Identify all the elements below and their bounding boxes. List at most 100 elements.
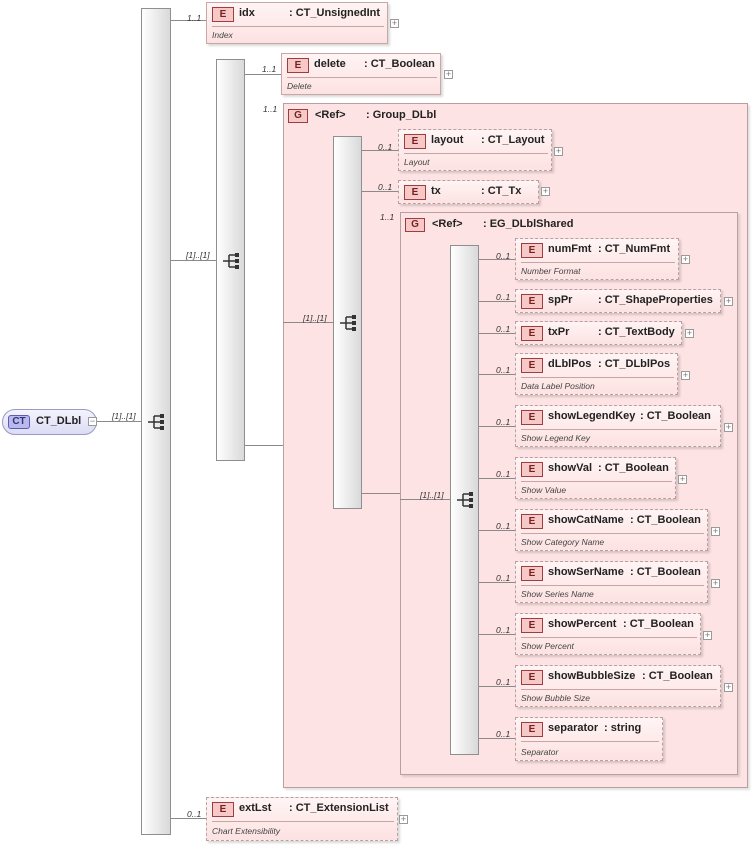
element-name: tx [431,185,441,197]
element-txPr[interactable]: E txPr : CT_TextBody [515,321,682,345]
element-type: : CT_ExtensionList [289,802,389,814]
expand-icon[interactable]: + [444,69,453,79]
expand-icon[interactable]: + [724,422,733,432]
connector-line [362,150,398,151]
separator-line [521,585,704,586]
separator-line [212,26,384,27]
multiplicity-label: 0..1 [496,677,511,687]
connector-line [362,493,400,494]
element-spPr[interactable]: E spPr : CT_ShapeProperties [515,289,721,313]
multiplicity-label: 0..1 [496,625,511,635]
expand-icon[interactable]: + [703,630,712,640]
expand-icon[interactable]: + [681,254,690,264]
separator-line [404,153,548,154]
multiplicity-label: 0..1 [496,573,511,583]
root-type-node[interactable]: CT CT_DLbl [2,409,97,435]
element-type: : CT_TextBody [598,326,675,338]
expand-icon[interactable]: + [724,296,733,306]
element-extLst[interactable]: E extLst : CT_ExtensionList Chart Extens… [206,797,398,841]
expand-icon[interactable]: + [681,370,690,380]
connector-line [171,20,206,21]
group-type-label: : Group_DLbl [366,109,437,121]
connector-line [479,426,515,427]
element-badge: E [404,185,426,200]
choice-sequence-bar [216,59,245,461]
connector-line [362,191,398,192]
element-doc: Show Percent [521,641,574,651]
group-badge: G [405,218,425,232]
element-showCatName[interactable]: E showCatName : CT_Boolean Show Category… [515,509,708,551]
element-tx[interactable]: E tx : CT_Tx [398,180,539,204]
element-name: showCatName [548,514,624,526]
element-layout[interactable]: E layout : CT_Layout Layout [398,129,552,171]
element-name: showVal [548,462,593,474]
expand-icon[interactable]: + [711,578,720,588]
multiplicity-label: 0..1 [496,417,511,427]
element-doc: Show Bubble Size [521,693,590,703]
expand-icon[interactable]: + [390,18,399,28]
multiplicity-label: [1]..[1] [186,250,210,260]
element-showBubbleSize[interactable]: E showBubbleSize : CT_Boolean Show Bubbl… [515,665,721,707]
multiplicity-label: 0..1 [187,809,202,819]
expand-icon[interactable]: + [399,814,408,824]
group-ref-label: <Ref> [315,109,346,121]
expand-icon[interactable]: + [554,146,563,156]
separator-line [521,262,675,263]
separator-line [521,741,659,742]
expand-icon[interactable]: + [724,682,733,692]
separator-line [287,77,437,78]
expand-icon[interactable]: + [711,526,720,536]
group-ref-label: <Ref> [432,218,463,230]
connector-line [479,301,515,302]
element-doc: Delete [287,81,312,91]
element-type: : string [604,722,642,734]
connector-line [245,445,283,446]
element-badge: E [521,243,543,258]
sequence-icon [223,253,239,269]
element-doc: Number Format [521,266,581,276]
element-doc: Show Legend Key [521,433,590,443]
multiplicity-label: [1]..[1] [112,411,136,421]
element-type: : CT_ShapeProperties [598,294,713,306]
element-showSerName[interactable]: E showSerName : CT_Boolean Show Series N… [515,561,708,603]
element-name: idx [239,7,255,19]
element-badge: E [521,462,543,477]
expand-icon[interactable]: + [678,474,687,484]
element-badge: E [521,326,543,341]
element-badge: E [521,722,543,737]
element-showLegendKey[interactable]: E showLegendKey : CT_Boolean Show Legend… [515,405,721,447]
element-showPercent[interactable]: E showPercent : CT_Boolean Show Percent [515,613,701,655]
separator-line [521,377,674,378]
element-doc: Show Category Name [521,537,605,547]
multiplicity-label: 0..1 [496,729,511,739]
expand-icon[interactable]: + [541,186,550,196]
multiplicity-label: 0..1 [496,251,511,261]
complex-type-badge: CT [8,415,30,429]
element-name: separator [548,722,599,734]
separator-line [521,481,672,482]
element-separator[interactable]: E separator : string Separator [515,717,663,761]
connector-line [283,322,333,323]
separator-line [521,429,717,430]
element-doc: Index [212,30,233,40]
element-dLblPos[interactable]: E dLblPos : CT_DLblPos Data Label Positi… [515,353,678,395]
multiplicity-label: 1..1 [187,13,202,23]
multiplicity-label: 0..1 [496,365,511,375]
separator-line [521,533,704,534]
element-name: delete [314,58,346,70]
element-delete[interactable]: E delete : CT_Boolean Delete [281,53,441,95]
element-showVal[interactable]: E showVal : CT_Boolean Show Value [515,457,676,499]
connector-line [171,818,206,819]
element-type: : CT_NumFmt [598,243,671,255]
element-doc: Show Series Name [521,589,594,599]
multiplicity-label: 0..1 [378,142,393,152]
expand-icon[interactable]: + [685,328,694,338]
element-name: showLegendKey [548,410,636,422]
multiplicity-label: 0..1 [378,182,393,192]
element-numFmt[interactable]: E numFmt : CT_NumFmt Number Format [515,238,679,280]
element-idx[interactable]: E idx : CT_UnsignedInt Index [206,2,388,44]
element-badge: E [521,670,543,685]
sequence-icon [340,315,356,331]
collapse-icon[interactable]: − [88,416,97,426]
